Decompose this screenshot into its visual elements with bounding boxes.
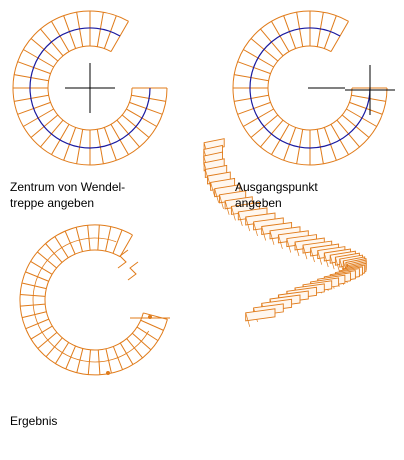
stair-inner-edge: [44, 249, 144, 351]
stair-tread-line: [25, 271, 49, 282]
stair-riser-edge: [329, 255, 335, 270]
stair-tread-line: [76, 348, 84, 373]
stair-riser-edge: [253, 221, 258, 237]
stair-plan-result: [19, 224, 170, 376]
break-line: [127, 261, 139, 281]
stair-tread-line: [65, 345, 76, 370]
stair-riser-edge: [219, 194, 224, 209]
caption-result: Ergebnis: [10, 413, 57, 429]
stair-tread-line: [75, 227, 83, 252]
caption-step-center: Zentrum von Wendel- treppe angeben: [10, 179, 125, 211]
stair-tread-line: [140, 319, 164, 331]
stair-riser-edge: [317, 250, 323, 265]
stair-3d-view: [203, 138, 367, 327]
stair-tread-line: [105, 348, 112, 374]
walking-line: [32, 237, 150, 363]
stair-riser-edge: [237, 211, 243, 226]
caption-line: angeben: [235, 196, 282, 210]
stair-step: [245, 308, 276, 322]
break-line: [117, 249, 129, 269]
stair-riser-edge: [245, 312, 251, 327]
stair-inner-edge: [47, 45, 133, 131]
stair-riser-edge: [269, 230, 275, 245]
stair-riser-edge: [261, 226, 267, 241]
caption-line: Zentrum von Wendel-: [10, 180, 126, 194]
stair-tread-line: [110, 21, 129, 52]
start-point-marker: [148, 315, 152, 319]
stair-plan-center: [12, 10, 168, 166]
stair-tread-line: [25, 318, 49, 330]
stair-tread-line: [54, 236, 69, 259]
stair-tread-line: [30, 325, 53, 340]
stair-outer-edge: [19, 224, 168, 376]
stair-tread-line: [54, 342, 70, 364]
walking-line: [29, 27, 151, 149]
stair-tread-line: [97, 349, 101, 375]
caption-step-startpoint: Ausgangspunkt angeben: [235, 179, 318, 211]
stair-plan-startpoint: [232, 10, 395, 166]
end-point-marker: [106, 371, 110, 375]
stair-riser-edge: [310, 247, 315, 263]
stair-tread-line: [330, 21, 349, 52]
stair-riser-edge: [302, 245, 308, 260]
stair-tread-line: [136, 326, 159, 342]
stair-riser-edge: [231, 206, 236, 221]
stair-tread-line: [119, 234, 133, 257]
walking-line: [249, 27, 371, 149]
stair-riser-edge: [210, 182, 215, 197]
stair-riser-edge: [286, 238, 292, 253]
stair-riser-edge: [245, 216, 251, 232]
stair-riser-edge: [294, 241, 300, 257]
stair-riser-edge: [335, 257, 340, 272]
stair-inner-edge: [267, 45, 353, 131]
stair-riser-edge: [214, 188, 220, 203]
stair-tread-line: [112, 229, 123, 254]
stair-tread-line: [45, 337, 63, 358]
stair-tread-line: [21, 311, 47, 319]
stair-tread-line: [112, 346, 124, 370]
stair-riser-edge: [323, 252, 329, 268]
caption-line: Ausgangspunkt: [235, 180, 318, 194]
caption-line: treppe angeben: [10, 196, 95, 210]
stair-tread-line: [21, 282, 47, 290]
stair-tread-line: [64, 230, 76, 255]
stair-riser-edge: [278, 234, 283, 249]
stair-riser-edge: [224, 200, 230, 215]
caption-line: Ergebnis: [10, 414, 58, 428]
stair-tread-line: [30, 261, 53, 275]
stair-tread-line: [105, 226, 112, 252]
